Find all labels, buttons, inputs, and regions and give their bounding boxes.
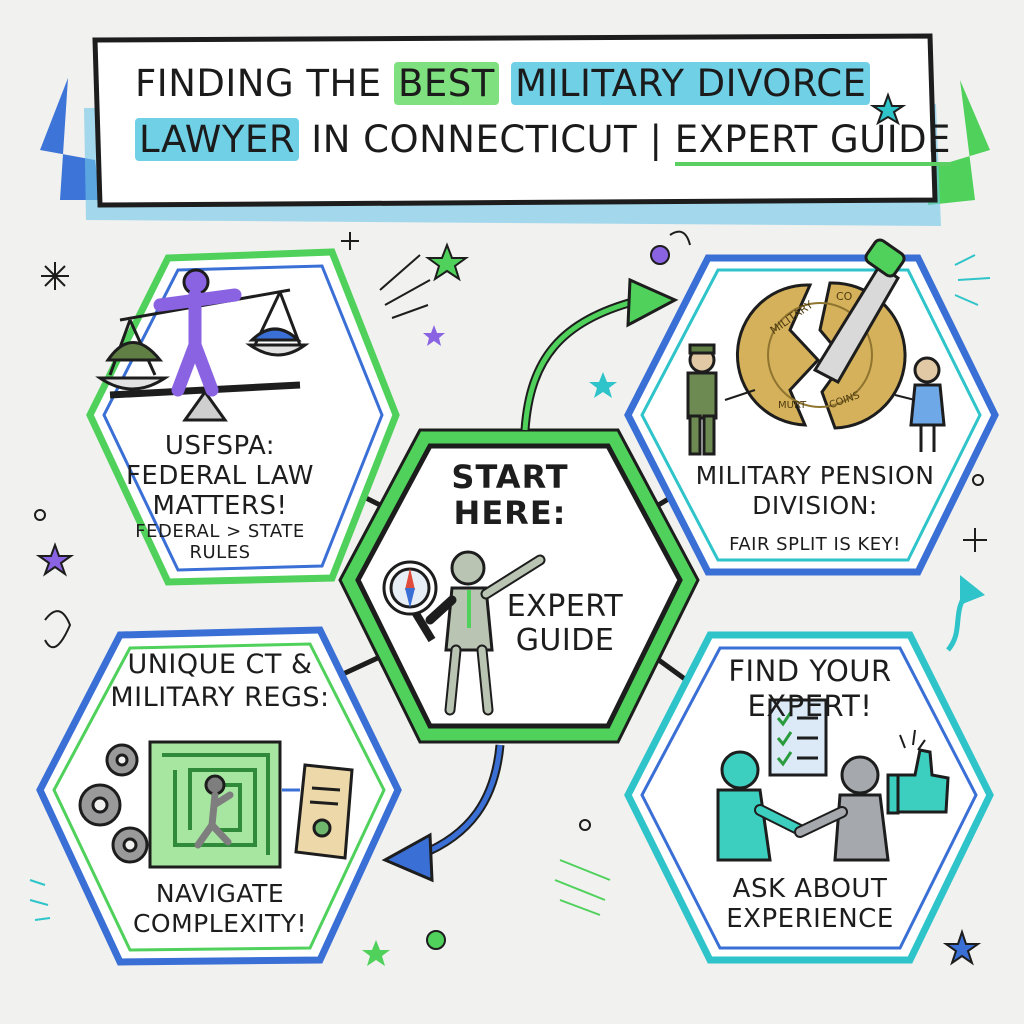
- pension-note: Fair split is key!: [729, 534, 901, 555]
- pension-heading-1: Military Pension: [695, 461, 935, 490]
- squiggle-icon: [669, 230, 691, 246]
- saw-icon: [812, 238, 906, 384]
- gear-icon: [105, 743, 139, 777]
- title-line-2: Lawyer in Connecticut | Expert Guide: [135, 118, 952, 166]
- star-icon: [362, 940, 390, 966]
- dot-icon: [34, 509, 46, 521]
- balance-scale-icon: [95, 268, 310, 422]
- pension-heading-2: Division:: [752, 491, 878, 520]
- expert-note-1: Ask about: [732, 874, 888, 904]
- arrow-icon: [381, 744, 505, 883]
- squiggle-icon: [44, 610, 72, 649]
- arrow-icon: [945, 575, 985, 652]
- star-icon: [423, 325, 445, 346]
- checklist-icon: [768, 698, 828, 777]
- star-icon: [589, 372, 617, 398]
- title-highlight: Lawyer: [135, 118, 300, 161]
- soldier-icon: [686, 343, 718, 456]
- regs-heading-2: Military Regs:: [110, 682, 330, 713]
- usfspa-heading-3: Matters!: [152, 491, 288, 521]
- usfspa-note-1: Federal > State: [135, 521, 305, 542]
- star-icon: [424, 242, 470, 282]
- dot-icon: [650, 245, 670, 265]
- expert-person-icon: [425, 550, 546, 716]
- center-heading: Start Here:: [451, 458, 569, 532]
- dot-icon: [972, 474, 984, 486]
- usfspa-heading-1: USFSPA:: [164, 431, 276, 461]
- usfspa-note-2: Rules: [189, 542, 251, 563]
- title-highlight: Military Divorce: [511, 62, 871, 105]
- center-subheading: Expert Guide: [506, 589, 624, 658]
- usfspa-heading-2: Federal Law: [125, 461, 315, 491]
- dot-icon: [426, 930, 446, 950]
- center-hexagon: [338, 428, 700, 744]
- sparkle-icon: [29, 232, 991, 921]
- gear-icon: [111, 826, 149, 864]
- maze-icon: [148, 740, 300, 869]
- expert-hexagon: [624, 631, 994, 964]
- thumbs-up-icon: [886, 748, 950, 815]
- title-line-1: Finding the Best Military Divorce: [135, 62, 871, 105]
- expert-note-2: experience: [726, 904, 894, 934]
- arrow-icon: [520, 277, 679, 431]
- handshake-icon: [716, 750, 890, 862]
- star-icon: [869, 92, 907, 126]
- expert-heading-2: Expert!: [747, 689, 873, 723]
- scroll-icon: [294, 763, 354, 860]
- title-underlined: Expert Guide: [674, 118, 952, 166]
- expert-heading-1: Find Your: [728, 654, 892, 688]
- title-part: Finding the: [135, 62, 382, 105]
- regs-note-1: Navigate: [155, 879, 285, 908]
- compass-magnifier-icon: [382, 560, 438, 643]
- usfspa-hexagon: [86, 248, 400, 586]
- arrow-icon: [724, 389, 916, 401]
- dot-icon: [579, 819, 591, 831]
- title-highlight: Best: [393, 62, 499, 105]
- coin-label: CO: [836, 290, 853, 303]
- coin-label: MURT: [778, 400, 807, 411]
- regs-note-2: Complexity!: [132, 909, 308, 938]
- star-icon: [35, 542, 75, 577]
- spouse-icon: [909, 356, 946, 452]
- title-part: in Connecticut |: [311, 118, 663, 161]
- split-coin-icon: [736, 281, 907, 430]
- regs-heading-1: Unique CT &: [127, 649, 313, 680]
- star-icon: [942, 928, 982, 966]
- gear-icon: [78, 783, 122, 827]
